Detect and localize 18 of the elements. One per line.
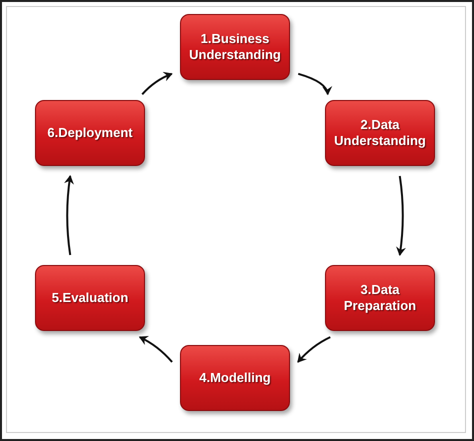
process-box [35,265,145,331]
process-box [35,100,145,166]
step-label: 2.Data Understanding [333,116,427,150]
step-label: 3.Data Preparation [342,282,418,314]
arrow [396,176,406,256]
process-box [180,345,290,411]
process-box [180,14,290,80]
step-label: 1.Business Understanding [188,30,282,64]
arrow [141,72,173,95]
arrow [297,336,331,363]
arrow [298,72,332,96]
arrow [138,336,173,363]
process-box [325,265,435,331]
step-label: 6.Deployment [47,124,133,142]
arrow [64,175,74,256]
step-label: 4.Modelling [199,370,271,386]
process-box [325,100,435,166]
step-label: 5.Evaluation [52,290,128,306]
